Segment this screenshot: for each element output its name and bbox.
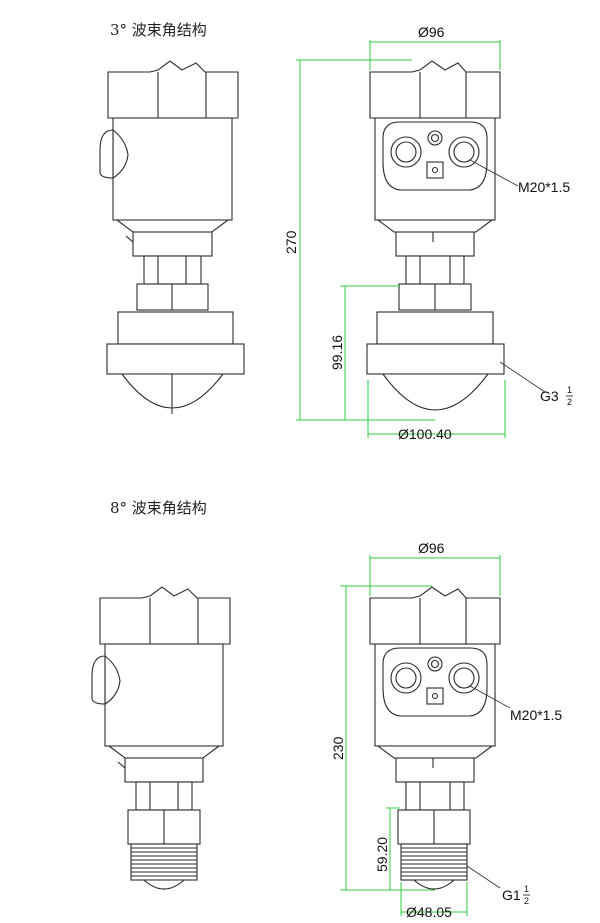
- dim-width-top-3deg: Ø96: [418, 24, 445, 40]
- front-view-3deg: [366, 60, 505, 411]
- dimensions-8deg: [340, 555, 511, 916]
- section-caption-3deg: 3° 波束角结构: [110, 21, 207, 39]
- dim-height-lower-8deg: 59.20: [374, 837, 390, 872]
- dim-cable-thread-3deg: M20*1.5: [518, 179, 570, 195]
- side-view-3deg: [99, 60, 245, 414]
- dim-thread-3deg: G3 1 2: [540, 385, 573, 407]
- dim-height-lower-3deg: 99.16: [329, 335, 345, 370]
- dim-height-total-3deg: 270: [283, 230, 299, 254]
- dimensions-3deg: [296, 40, 546, 438]
- thread-main-8deg: G1: [502, 887, 521, 903]
- dim-width-top-8deg: Ø96: [418, 540, 445, 556]
- thread-den-8deg: 2: [524, 896, 529, 906]
- dim-cable-thread-8deg: M20*1.5: [510, 707, 562, 723]
- dim-height-total-8deg: 230: [330, 736, 346, 760]
- dim-bottom-dia-3deg: Ø100.40: [398, 426, 452, 442]
- dim-bottom-dia-8deg: Ø48.05: [406, 904, 452, 920]
- thread-num-3deg: 1: [567, 385, 572, 395]
- thread-den-3deg: 2: [567, 397, 572, 407]
- front-view-8deg: [369, 586, 501, 890]
- section-caption-8deg: 8° 波束角结构: [110, 499, 207, 517]
- thread-main-3deg: G3: [540, 388, 559, 404]
- side-view-8deg: [91, 586, 231, 890]
- thread-num-8deg: 1: [524, 884, 529, 894]
- dim-thread-8deg: G1 1 2: [502, 884, 530, 906]
